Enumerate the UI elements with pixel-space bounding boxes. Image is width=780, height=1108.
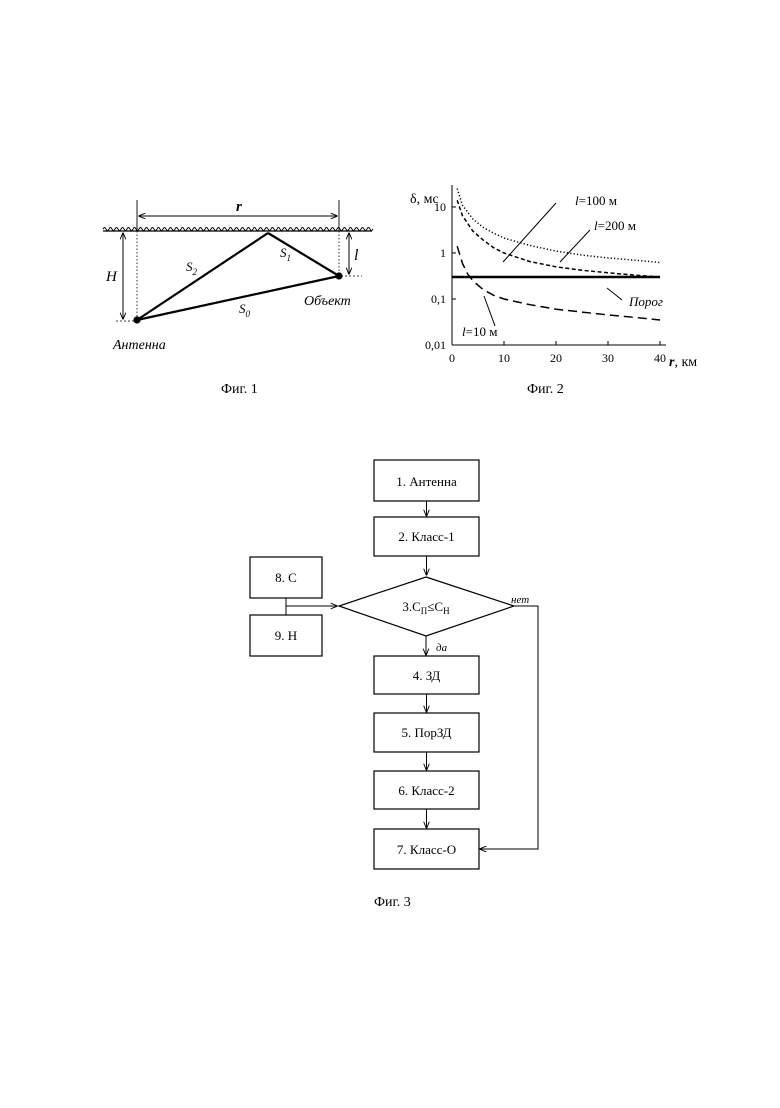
fig3-caption: Фиг. 3 bbox=[374, 895, 411, 910]
l100-leader bbox=[503, 203, 556, 262]
block-5-label: 5. ПорЗД bbox=[402, 725, 452, 740]
block-7-class-o: 7. Класс-О bbox=[374, 829, 479, 869]
l100-annotation: l=100 м bbox=[575, 193, 617, 208]
chart-ytick-label: 1 bbox=[440, 246, 446, 260]
block-2-class1: 2. Класс-1 bbox=[374, 517, 479, 556]
ray-s2 bbox=[137, 233, 268, 320]
block-4-zd: 4. ЗД bbox=[374, 656, 479, 694]
block-6-label: 6. Класс-2 bbox=[398, 783, 454, 798]
fig1-caption: Фиг. 1 bbox=[221, 382, 258, 397]
fig3-flowchart: 1. Антенна 2. Класс-1 3.CП≤CН да нет 8. … bbox=[250, 460, 538, 910]
chart-series-1 bbox=[457, 200, 660, 277]
chart-ytick-label: 0,01 bbox=[425, 338, 446, 352]
block-9-label: 9. Н bbox=[275, 628, 297, 643]
block-1-label: 1. Антенна bbox=[396, 474, 457, 489]
s1-label: S1 bbox=[280, 245, 291, 263]
ray-s1 bbox=[268, 233, 339, 276]
block-4-label: 4. ЗД bbox=[413, 668, 441, 683]
antenna-point bbox=[133, 316, 140, 323]
s2-label: S2 bbox=[186, 259, 198, 277]
block-9-h: 9. Н bbox=[250, 615, 322, 656]
block-7-label: 7. Класс-О bbox=[397, 842, 456, 857]
s0-label: S0 bbox=[239, 301, 251, 319]
l200-annotation: l=200 м bbox=[594, 218, 636, 233]
block-2-label: 2. Класс-1 bbox=[398, 529, 454, 544]
threshold-annotation: Порог bbox=[628, 294, 663, 309]
chart-xtick-label: 10 bbox=[498, 351, 510, 365]
arrow-3-7-no bbox=[480, 606, 538, 849]
chart-xtick-label: 20 bbox=[550, 351, 562, 365]
chart-xtick-label: 40 bbox=[654, 351, 666, 365]
block-8-c: 8. С bbox=[250, 557, 322, 598]
r-label: r bbox=[236, 199, 242, 215]
chart-xtick-label: 30 bbox=[602, 351, 614, 365]
chart-xtick-label: 0 bbox=[449, 351, 455, 365]
chart-ylabel: δ, мс bbox=[410, 192, 439, 207]
l10-leader bbox=[484, 296, 495, 326]
yes-label: да bbox=[436, 642, 448, 654]
fig2-caption: Фиг. 2 bbox=[527, 382, 564, 397]
block-8-label: 8. С bbox=[275, 570, 297, 585]
block-3-decision: 3.CП≤CН bbox=[339, 577, 514, 636]
chart-ytick-label: 0,1 bbox=[431, 292, 446, 306]
fig1-geometry-diagram: r H l S2 S1 S0 Антенна Объект Фиг. 1 bbox=[103, 199, 373, 397]
object-point bbox=[335, 272, 342, 279]
l10-annotation: l=10 м bbox=[462, 324, 497, 339]
threshold-leader bbox=[607, 288, 622, 300]
h-label: H bbox=[105, 269, 118, 285]
sea-waves bbox=[103, 228, 373, 231]
object-label: Объект bbox=[304, 294, 351, 309]
block-6-class2: 6. Класс-2 bbox=[374, 771, 479, 809]
antenna-label: Антенна bbox=[112, 338, 166, 353]
l200-leader bbox=[560, 230, 590, 262]
block-1-antenna: 1. Антенна bbox=[374, 460, 479, 501]
no-label: нет bbox=[511, 594, 529, 606]
fig2-chart: 1010,10,01010203040 δ, мс r, км l=100 м … bbox=[410, 185, 697, 397]
l-label: l bbox=[354, 247, 359, 264]
chart-xlabel: r, км bbox=[669, 355, 697, 370]
block-5-porzd: 5. ПорЗД bbox=[374, 713, 479, 752]
